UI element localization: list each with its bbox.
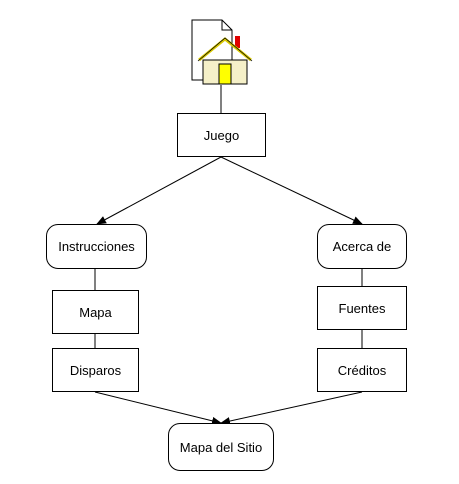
node-disparos[interactable]: Disparos [52,348,139,392]
arrow-juego-instrucciones [96,156,222,225]
house-roof-outline-icon [197,37,253,62]
arrow-disparos-mapa-sitio [94,391,222,425]
node-creditos[interactable]: Créditos [317,348,407,392]
home-page-icon[interactable] [188,18,254,86]
node-acerca-de[interactable]: Acerca de [317,224,407,269]
house-door-icon [218,63,232,85]
node-juego[interactable]: Juego [177,113,266,157]
arrow-juego-acerca [220,156,363,225]
node-mapa-del-sitio[interactable]: Mapa del Sitio [168,423,274,471]
document-fold-icon [221,20,232,31]
node-instrucciones[interactable]: Instrucciones [46,224,147,269]
node-fuentes[interactable]: Fuentes [317,286,407,330]
node-mapa[interactable]: Mapa [52,290,139,334]
chimney-icon [235,36,240,48]
arrow-creditos-mapa-sitio [220,391,363,425]
